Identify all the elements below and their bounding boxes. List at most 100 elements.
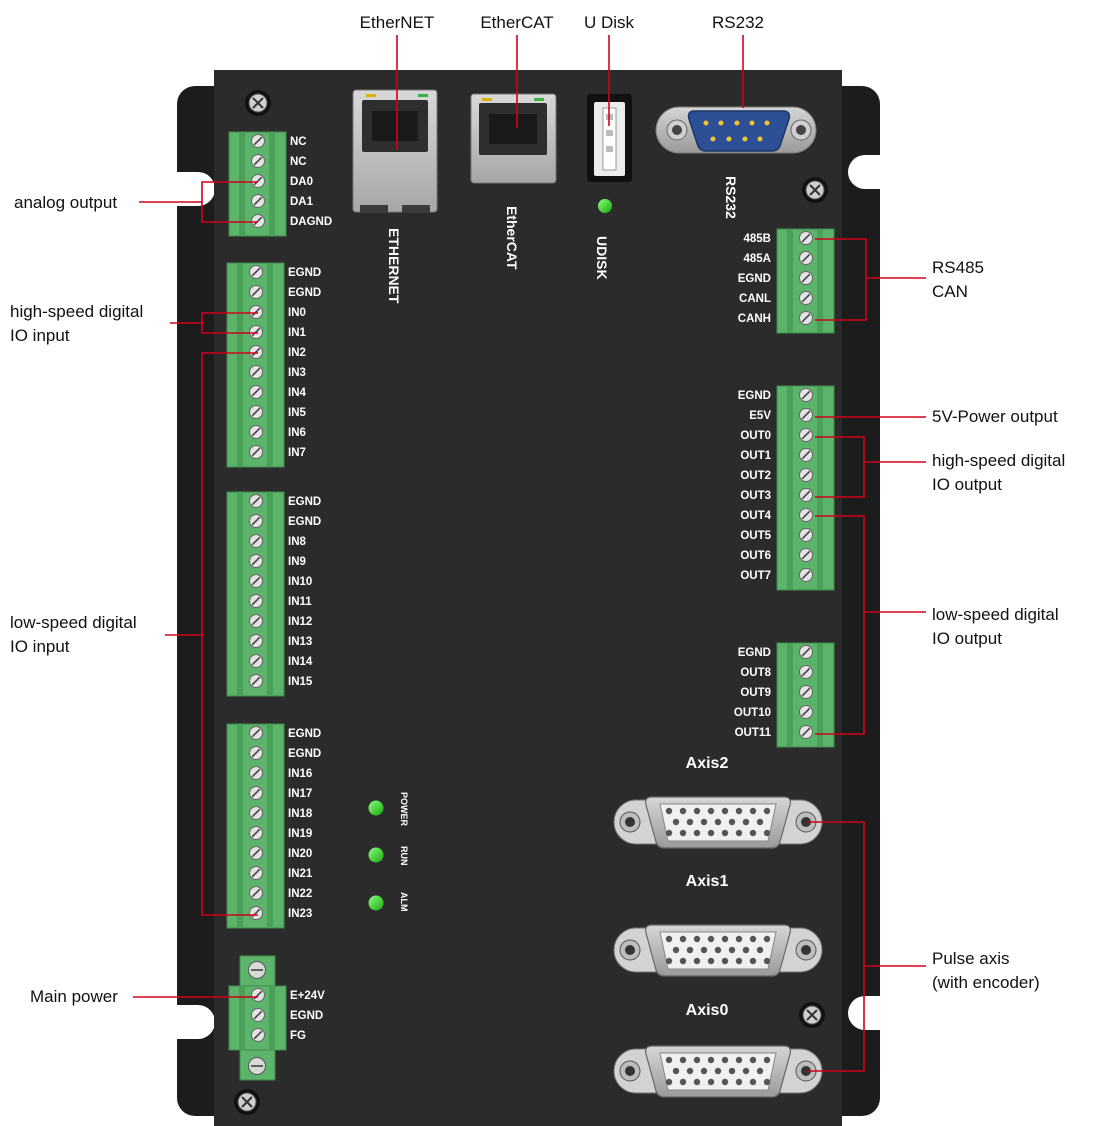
terminal-label: EGND: [288, 516, 321, 528]
terminal-label: EGND: [288, 748, 321, 760]
terminal-label: IN22: [288, 888, 312, 900]
panel-screw: [799, 1002, 825, 1028]
terminal-label: OUT10: [734, 707, 771, 719]
terminal-label: OUT6: [740, 550, 771, 562]
alm-led-label: ALM: [399, 892, 409, 912]
terminal-label: IN18: [288, 808, 313, 820]
terminal-label: IN11: [288, 596, 312, 608]
main-power-callout: Main power: [30, 987, 118, 1006]
terminal-label: EGND: [738, 647, 771, 659]
terminal-label: IN13: [288, 636, 312, 648]
leader-lines: [133, 35, 926, 1072]
mounting-slot: [848, 996, 908, 1030]
terminal-label: 485B: [744, 233, 772, 245]
rs232-port-label: RS232: [723, 176, 739, 219]
terminal-label: OUT2: [740, 470, 771, 482]
terminal-label: IN17: [288, 788, 312, 800]
analog-output-callout: analog output: [14, 193, 117, 212]
terminal-label: E+24V: [290, 990, 325, 1002]
terminal-label: OUT1: [740, 450, 771, 462]
ethernet-callout: EtherNET: [360, 13, 435, 32]
terminal-label: 485A: [744, 253, 772, 265]
terminal-label: IN23: [288, 908, 312, 920]
rs232-port: [655, 106, 817, 154]
terminal-label: DA0: [290, 176, 313, 188]
terminal-label: EGND: [290, 1010, 323, 1022]
axis1-label: Axis1: [686, 873, 729, 890]
terminal-label: IN8: [288, 536, 307, 548]
power-led-label: POWER: [399, 792, 409, 827]
terminal-label: IN16: [288, 768, 312, 780]
terminal-label: IN0: [288, 307, 306, 319]
axis2-label: Axis2: [686, 755, 729, 772]
power5v-callout: 5V-Power output: [932, 407, 1058, 426]
terminal-label: IN5: [288, 407, 307, 419]
terminal-label: IN6: [288, 427, 306, 439]
terminal-label: IN3: [288, 367, 306, 379]
udisk-port-label: UDISK: [594, 236, 610, 280]
ethercat-callout: EtherCAT: [480, 13, 553, 32]
mounting-slot: [155, 172, 215, 206]
panel-screw: [802, 177, 828, 203]
terminal-label: NC: [290, 136, 307, 148]
terminal-label: IN12: [288, 616, 312, 628]
terminal-label: EGND: [738, 390, 771, 402]
ls-input-callout-line2: IO input: [10, 637, 70, 656]
terminal-label: IN1: [288, 327, 307, 339]
rs485-callout-line1: RS485: [932, 258, 984, 277]
terminal-label: OUT8: [740, 667, 771, 679]
terminal-label: OUT7: [740, 570, 771, 582]
ls-output-callout-line1: low-speed digital: [932, 605, 1059, 624]
terminal-label: OUT3: [740, 490, 771, 502]
terminal-label: IN14: [288, 656, 313, 668]
terminal-label: OUT0: [740, 430, 771, 442]
pulse-axis-callout-line1: Pulse axis: [932, 949, 1009, 968]
terminal-label: IN19: [288, 828, 312, 840]
terminal-label: IN10: [288, 576, 312, 588]
panel-screw: [234, 1089, 260, 1115]
rs485-callout-line2: CAN: [932, 282, 968, 301]
axis0-label: Axis0: [686, 1002, 729, 1019]
ethercat-port: [470, 93, 557, 184]
pulse-axis-callout-line2: (with encoder): [932, 973, 1040, 992]
terminal-label: CANL: [739, 293, 771, 305]
terminal-label: IN2: [288, 347, 306, 359]
terminal-label: IN15: [288, 676, 313, 688]
terminal-label: E5V: [749, 410, 771, 422]
hs-output-callout-line1: high-speed digital: [932, 451, 1065, 470]
mounting-slot: [848, 155, 908, 189]
terminal-label: OUT9: [740, 687, 771, 699]
terminal-label: IN9: [288, 556, 306, 568]
terminal-label: OUT5: [740, 530, 771, 542]
hs-input-callout-line1: high-speed digital: [10, 302, 143, 321]
axis0-connector: [613, 1045, 823, 1098]
terminal-label: EGND: [288, 728, 321, 740]
terminal-label: DA1: [290, 196, 314, 208]
axis1-connector: [613, 924, 823, 977]
ethernet-port-label: ETHERNET: [386, 228, 402, 304]
terminal-label: EGND: [738, 273, 771, 285]
terminal-label: EGND: [288, 287, 321, 299]
ethercat-port-label: EtherCAT: [504, 206, 520, 270]
terminal-label: IN7: [288, 447, 306, 459]
ls-input-callout-line1: low-speed digital: [10, 613, 137, 632]
terminal-label: IN20: [288, 848, 312, 860]
panel-screw: [245, 90, 271, 116]
mounting-slot: [155, 1005, 215, 1039]
callouts: EtherNET EtherCAT U Disk RS232 analog ou…: [10, 13, 1065, 1006]
terminal-label: EGND: [288, 267, 321, 279]
terminal-label: EGND: [288, 496, 321, 508]
axis2-connector: [613, 796, 823, 849]
hs-input-callout-line2: IO input: [10, 326, 70, 345]
run-led: [368, 847, 384, 863]
terminal-label: IN21: [288, 868, 313, 880]
usb-port: [587, 94, 632, 182]
